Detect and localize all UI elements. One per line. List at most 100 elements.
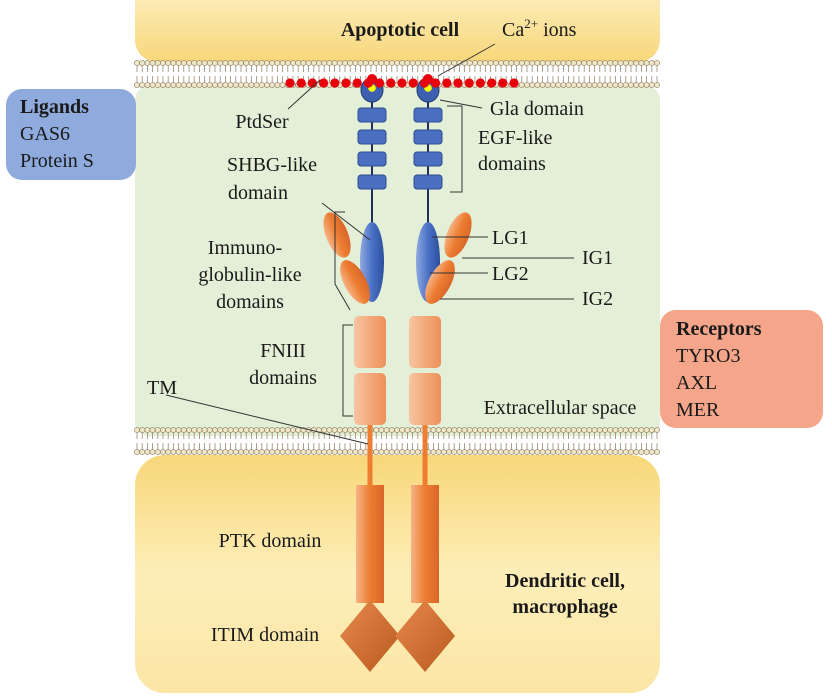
lipid-head bbox=[414, 427, 421, 433]
lipid-head bbox=[524, 60, 530, 66]
lipid-head bbox=[295, 427, 302, 433]
lipid-head bbox=[472, 449, 478, 455]
ptdser-dot bbox=[330, 78, 340, 88]
lipid-head bbox=[654, 449, 660, 455]
lipid-head bbox=[279, 82, 286, 88]
lipid-head bbox=[248, 427, 255, 433]
lipid-head bbox=[654, 427, 660, 433]
lipid-head bbox=[550, 449, 556, 455]
lipid-head bbox=[466, 427, 473, 433]
lipid-head bbox=[206, 60, 213, 66]
lipid-head bbox=[378, 449, 385, 455]
shbg-label-line2: domain bbox=[228, 182, 288, 204]
lipid-head bbox=[212, 449, 218, 455]
lipid-head bbox=[446, 60, 452, 66]
lipid-head bbox=[347, 427, 354, 433]
lipid-head bbox=[586, 82, 593, 88]
lipid-head bbox=[602, 427, 608, 433]
lipid-head bbox=[310, 449, 317, 455]
lipid-head bbox=[357, 449, 364, 455]
lipid-head bbox=[342, 427, 348, 433]
lipid-head bbox=[232, 427, 239, 433]
egf-like-domain bbox=[357, 107, 387, 123]
lipid-head bbox=[534, 427, 541, 433]
lipid-head bbox=[191, 449, 198, 455]
lipid-head bbox=[201, 82, 208, 88]
lipid-head bbox=[160, 449, 166, 455]
lipid-head bbox=[149, 82, 156, 88]
ptk-domain-label: PTK domain bbox=[219, 530, 322, 552]
lipid-head bbox=[503, 427, 510, 433]
lipid-head bbox=[534, 449, 541, 455]
lipid-head bbox=[217, 449, 224, 455]
immuno-label-line2: globulin-like bbox=[198, 264, 301, 286]
ligand-1 bbox=[357, 74, 387, 302]
calcium-ions-label: Ca2+ ions bbox=[502, 16, 577, 41]
lipid-head bbox=[466, 60, 473, 66]
lipid-head bbox=[539, 449, 546, 455]
lipid-head bbox=[321, 427, 328, 433]
lipid-head bbox=[212, 82, 218, 88]
lipid-head bbox=[477, 60, 484, 66]
fniii-domain bbox=[354, 316, 386, 368]
lipid-head bbox=[544, 82, 551, 88]
ligands-box: Ligands GAS6 Protein S bbox=[6, 89, 136, 180]
lipid-head bbox=[352, 427, 359, 433]
lipid-head bbox=[534, 82, 541, 88]
receptor-item-mer: MER bbox=[676, 399, 720, 421]
lipid-head bbox=[440, 60, 447, 66]
lipid-head bbox=[191, 82, 198, 88]
lipid-head bbox=[565, 427, 572, 433]
lipid-head bbox=[482, 60, 489, 66]
lipid-head bbox=[503, 60, 510, 66]
lipid-head bbox=[617, 60, 624, 66]
lipid-head bbox=[477, 427, 484, 433]
lipid-head bbox=[446, 427, 452, 433]
lipid-head bbox=[435, 427, 442, 433]
lipid-head bbox=[206, 427, 213, 433]
lipid-head bbox=[628, 449, 634, 455]
lipid-head bbox=[607, 449, 614, 455]
egf-like-domain bbox=[357, 174, 387, 190]
lipid-head bbox=[160, 60, 166, 66]
lipid-head bbox=[316, 449, 322, 455]
lipid-head bbox=[596, 60, 603, 66]
lipid-head bbox=[180, 82, 187, 88]
lipid-head bbox=[336, 449, 343, 455]
lipid-head bbox=[622, 427, 629, 433]
lipid-head bbox=[227, 60, 234, 66]
lipid-head bbox=[383, 449, 390, 455]
lipid-head bbox=[290, 449, 296, 455]
lipid-head bbox=[279, 449, 286, 455]
ptdser-dot bbox=[363, 78, 373, 88]
lipid-head bbox=[602, 60, 608, 66]
lipid-head bbox=[544, 449, 551, 455]
lipid-head bbox=[217, 427, 224, 433]
lipid-head bbox=[622, 82, 629, 88]
lipid-head bbox=[227, 82, 234, 88]
lipid-head bbox=[648, 449, 655, 455]
lipid-head bbox=[279, 60, 286, 66]
lipid-head bbox=[404, 427, 411, 433]
ligand-2 bbox=[413, 74, 443, 302]
ptdser-dot bbox=[419, 78, 429, 88]
lipid-head bbox=[212, 427, 218, 433]
lipid-head bbox=[456, 427, 463, 433]
lipid-head bbox=[336, 427, 343, 433]
receptor-item-axl: AXL bbox=[676, 372, 717, 394]
ig1-label: IG1 bbox=[582, 247, 613, 269]
lipid-head bbox=[409, 427, 416, 433]
lipid-head bbox=[243, 60, 250, 66]
lipid-head bbox=[524, 427, 530, 433]
receptor-ligand-complex bbox=[323, 74, 472, 672]
lipid-head bbox=[451, 427, 458, 433]
lipid-head bbox=[560, 82, 567, 88]
lipid-head bbox=[513, 449, 520, 455]
lipid-head bbox=[560, 449, 567, 455]
shbg-label-line1: SHBG-like bbox=[227, 154, 317, 176]
lg2-label: LG2 bbox=[492, 263, 529, 285]
lipid-head bbox=[264, 427, 270, 433]
lipid-head bbox=[326, 427, 333, 433]
lipid-head bbox=[357, 427, 364, 433]
